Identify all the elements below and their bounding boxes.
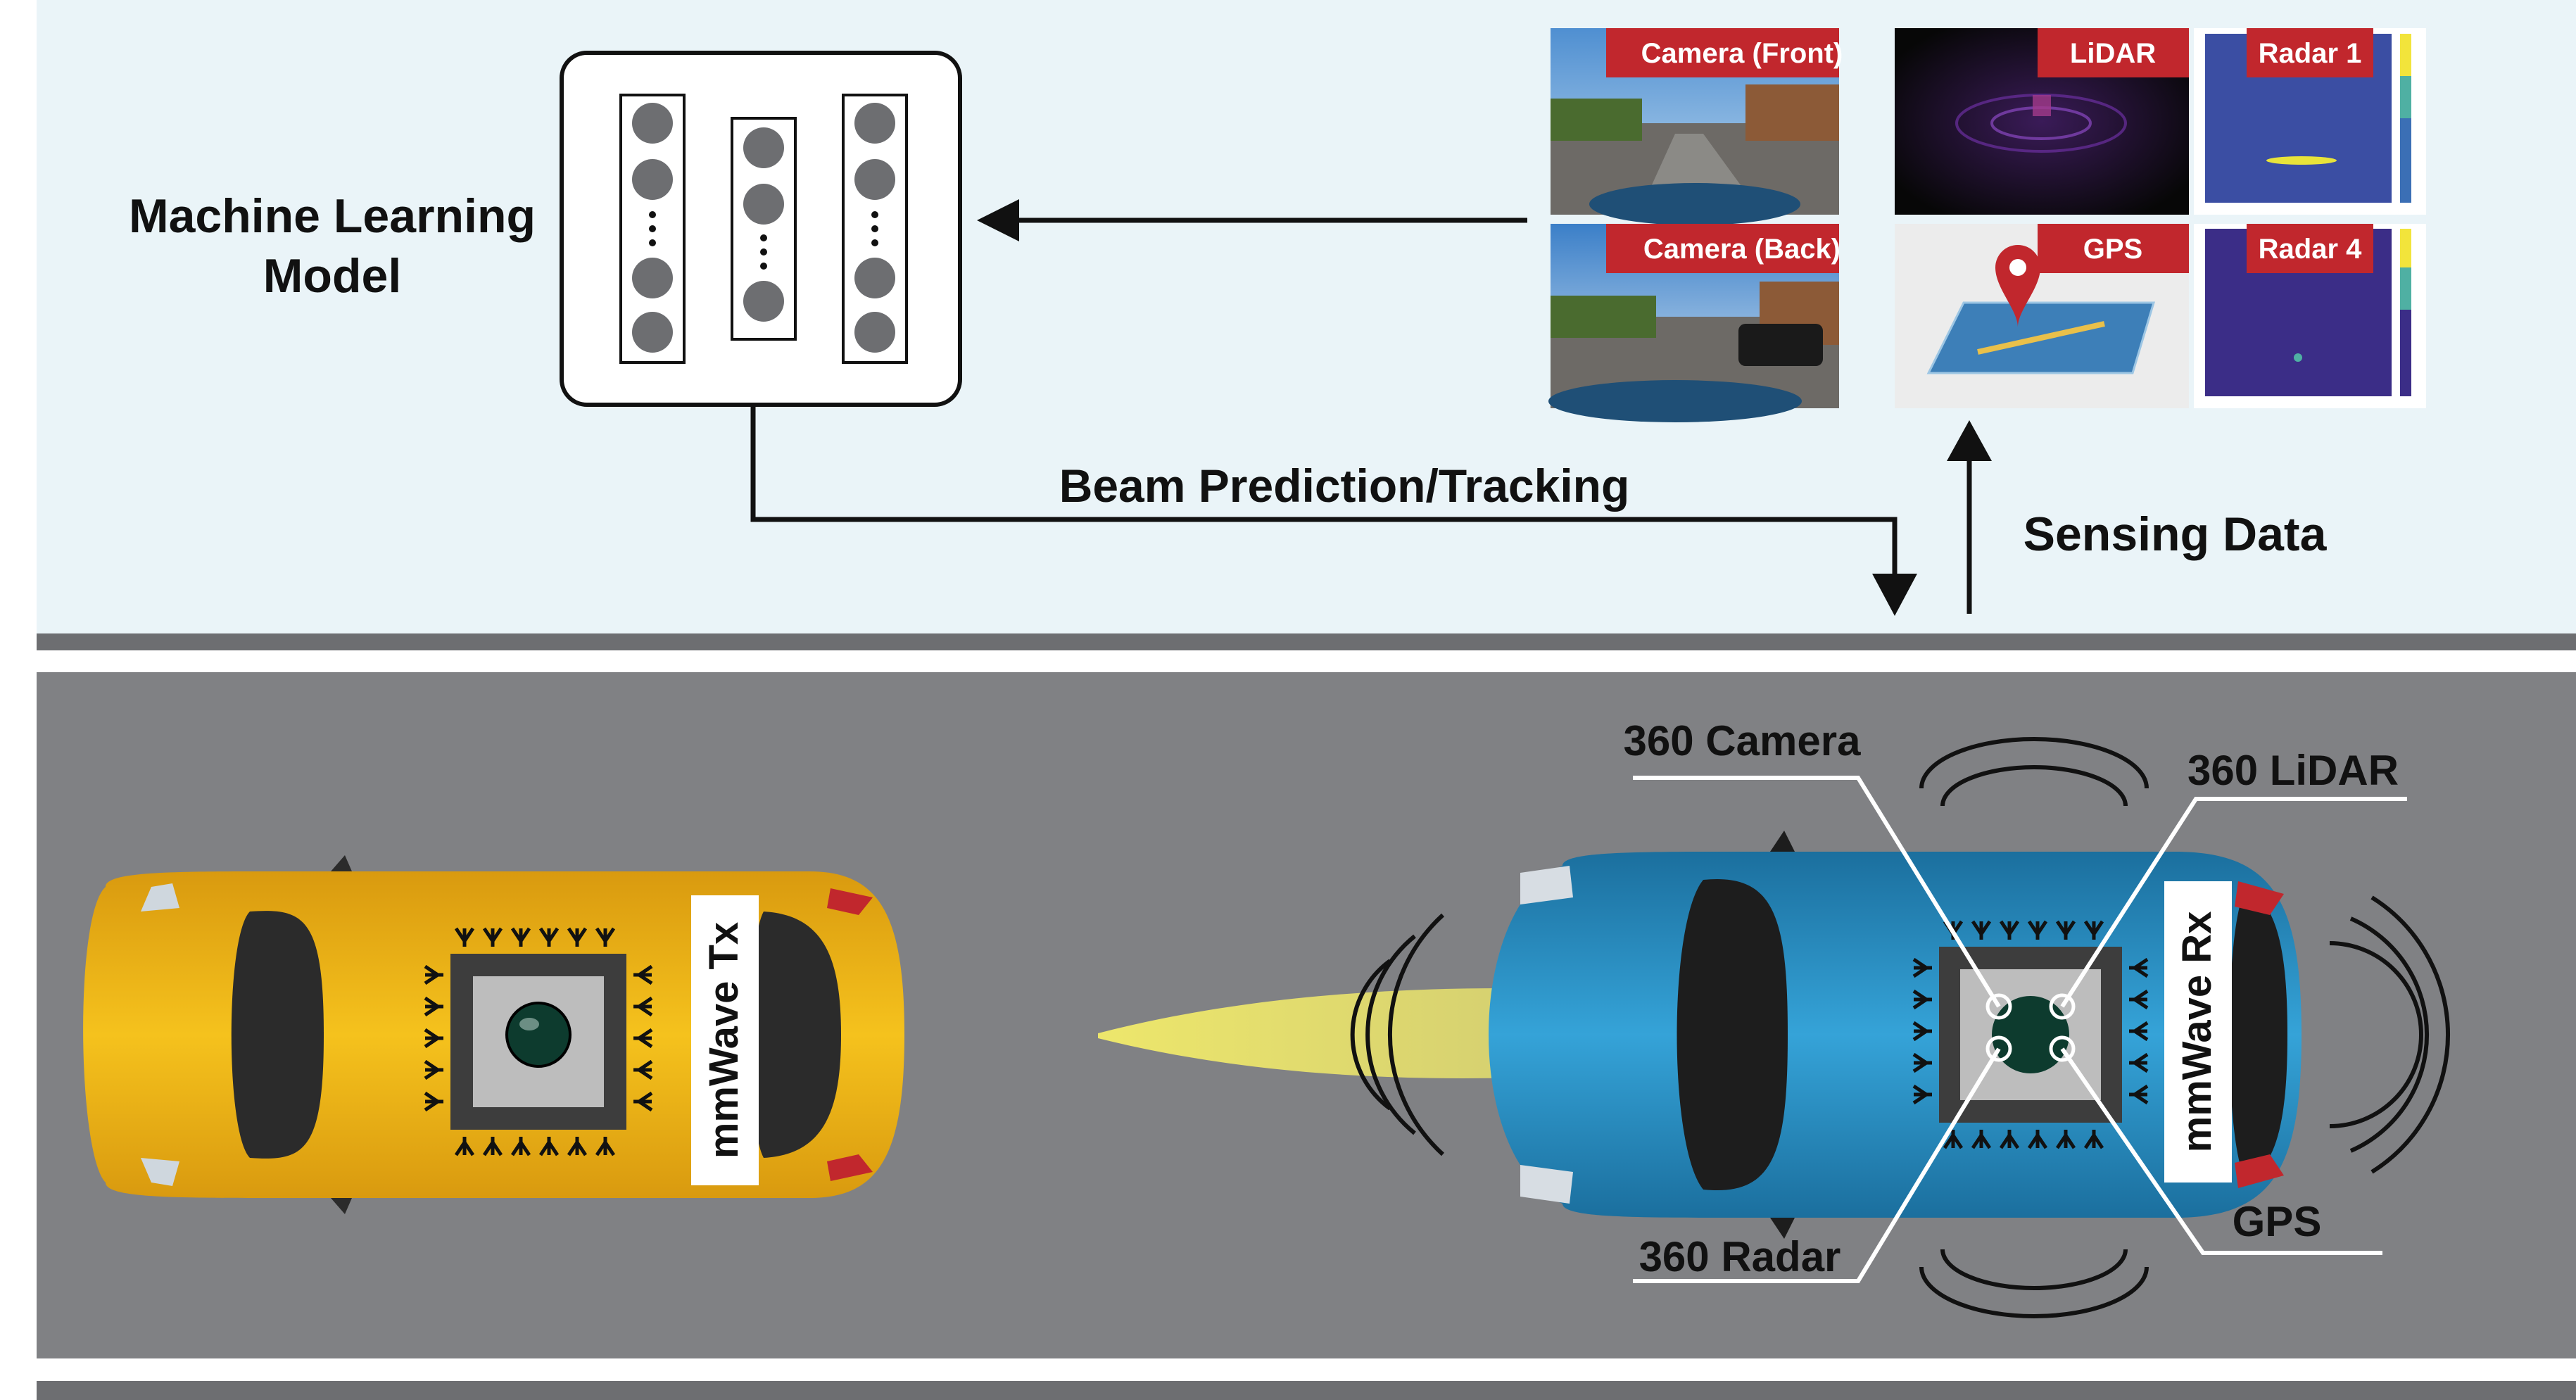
lidar-tag <box>2038 28 2189 77</box>
tx-antenna-array <box>425 928 652 1155</box>
radar4-tag <box>2247 224 2373 273</box>
sensor-callout-lines <box>1633 776 2407 1283</box>
sensing-data-arrow <box>1947 420 1992 614</box>
tx-car: mmWave Tx <box>83 855 905 1214</box>
radar-waves <box>1350 737 2450 1318</box>
road-divider-top <box>37 633 2576 650</box>
lidar-panel: LiDAR <box>1895 28 2189 215</box>
map-pin-icon <box>1995 245 2040 327</box>
road-divider-bottom <box>37 1381 2576 1400</box>
rx-label-box <box>2164 881 2232 1183</box>
ml-model-label-line2: Model <box>263 249 401 303</box>
rx-label: mmWave Rx <box>2174 912 2220 1153</box>
ml-model-label-line1: Machine Learning <box>129 189 536 243</box>
rx-car: mmWave Rx <box>1350 737 2450 1318</box>
sensor-panel-grid: Camera (Front) LiDAR Radar 1 <box>1548 28 2426 422</box>
radar1-panel: Radar 1 <box>2194 28 2426 215</box>
camera-back-panel: Camera (Back) <box>1548 224 1841 422</box>
radar-sensor-label: 360 Radar <box>1639 1233 1841 1280</box>
camera-front-tag-label: Camera (Front) <box>1641 38 1843 69</box>
camera-front-tag <box>1606 28 1839 77</box>
gps-tag-label: GPS <box>2083 234 2142 265</box>
radar1-tag <box>2247 28 2373 77</box>
camera-sensor-label: 360 Camera <box>1624 717 1862 764</box>
ml-model-box <box>560 51 962 407</box>
camera-back-tag-label: Camera (Back) <box>1643 234 1841 265</box>
beam-prediction-label: Beam Prediction/Tracking <box>1059 460 1630 512</box>
radar4-panel: Radar 4 <box>2194 224 2426 408</box>
radar1-tag-label: Radar 1 <box>2259 38 2362 69</box>
gps-panel: GPS <box>1895 224 2189 408</box>
tx-label: mmWave Tx <box>701 922 747 1159</box>
gps-tag <box>2038 224 2189 273</box>
camera-lens-icon <box>505 1002 572 1068</box>
lidar-sensor-label: 360 LiDAR <box>2187 747 2399 794</box>
sensing-to-model-arrow <box>977 199 1527 241</box>
beam-prediction-arrow <box>750 407 1917 616</box>
tx-label-box <box>691 895 759 1185</box>
neural-network-icon <box>619 94 908 364</box>
rx-antenna-array <box>1914 921 2147 1148</box>
camera-front-panel: Camera (Front) <box>1551 28 1843 225</box>
sensing-data-label: Sensing Data <box>2023 507 2328 561</box>
lidar-tag-label: LiDAR <box>2070 38 2156 69</box>
radar4-tag-label: Radar 4 <box>2259 234 2362 265</box>
gps-sensor-label: GPS <box>2233 1198 2322 1245</box>
camera-back-tag <box>1606 224 1839 273</box>
